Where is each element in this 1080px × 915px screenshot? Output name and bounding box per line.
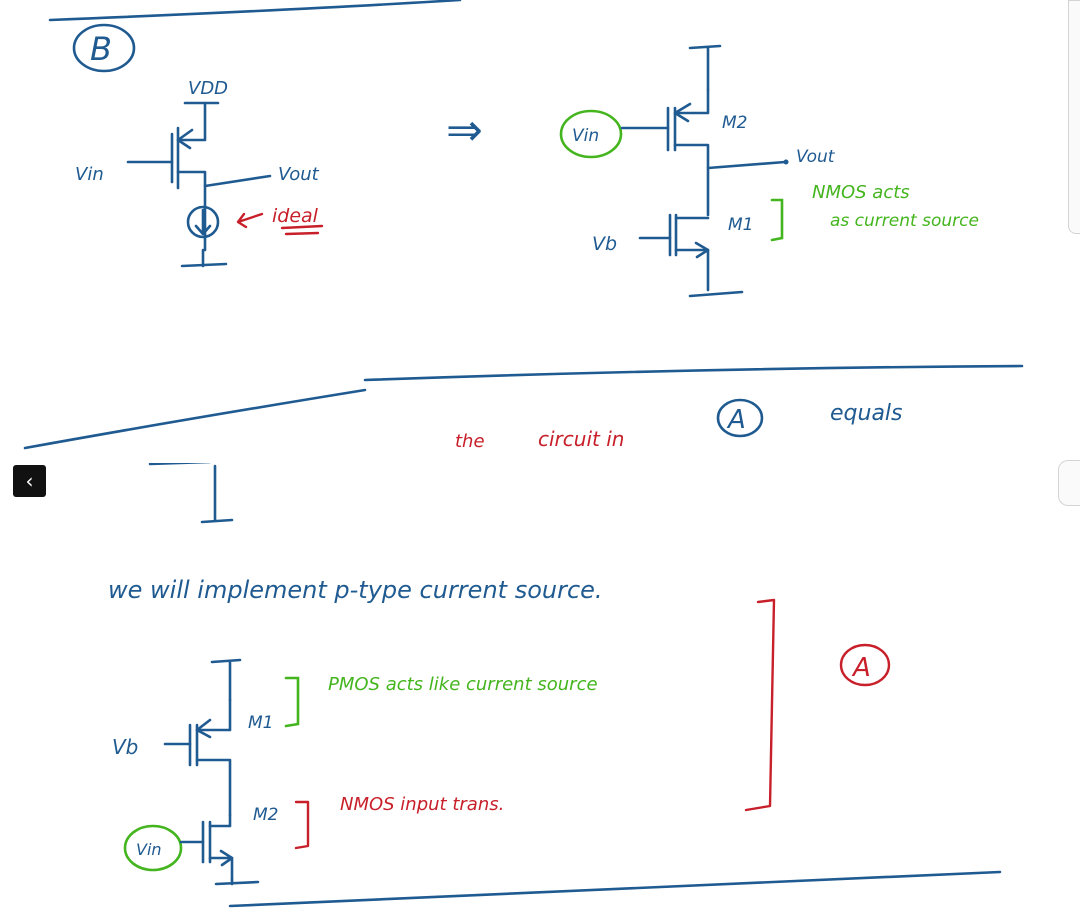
circle-a-top: [716, 398, 764, 438]
nmos-transistor-m1: [638, 213, 710, 292]
bottom-text-prefix: the: [455, 431, 485, 452]
nmos-note-line2: as current source: [830, 211, 979, 231]
chevron-left-icon: ‹: [25, 469, 34, 493]
m2-bracket-bottom: [294, 800, 310, 850]
page-gap: [0, 453, 1080, 463]
circle-a-top-label: A: [726, 405, 746, 435]
vout-label-right: Vout: [796, 147, 836, 167]
top-border-line: [48, 0, 462, 22]
m2-label-right: M2: [722, 113, 747, 133]
ground-left: [180, 248, 228, 268]
vb-label-bottom: Vb: [112, 735, 138, 759]
m1-label-right: M1: [728, 215, 753, 235]
bottom-border-line: [228, 870, 1002, 908]
ground-bottom: [214, 878, 260, 886]
ideal-note: ideal: [272, 205, 319, 227]
bottom-text-suffix: equals: [830, 401, 903, 426]
m1-bracket-bottom: [284, 676, 300, 728]
pmos-transistor-left: [170, 101, 220, 252]
vin-label-bottom: Vin: [136, 840, 162, 859]
scroll-handle-bottom[interactable]: [1058, 460, 1080, 506]
ideal-underline: [280, 224, 324, 236]
pmos-transistor-bottom-m1: [163, 698, 232, 817]
m2-label-bottom: M2: [253, 805, 278, 825]
ideal-arrow: [236, 212, 264, 229]
scroll-handle-top[interactable]: [1068, 0, 1080, 234]
pmos-note: PMOS acts like current source: [328, 674, 598, 695]
vout-label-left: Vout: [278, 164, 320, 185]
pmos-transistor-m2: [620, 88, 710, 217]
vb-label-right: Vb: [592, 233, 617, 255]
nmos-input-note: NMOS input trans.: [340, 794, 504, 815]
implies-arrow: ⇒: [446, 105, 483, 156]
vin-circle-bottom: [123, 824, 183, 872]
circle-a-bottom: [839, 643, 891, 687]
vdd-rail-bottom: [210, 658, 242, 702]
vin-label-left: Vin: [75, 164, 104, 185]
m1-label-bottom: M1: [248, 713, 273, 733]
circle-a-bottom-label: A: [851, 653, 871, 683]
vout-wire-left: [203, 174, 272, 188]
bottom-heading: we will implement p-type current source.: [108, 576, 603, 604]
vout-wire-right: [706, 160, 787, 170]
mid-divider-lower: [23, 388, 367, 450]
vdd-rail-right: [688, 44, 722, 92]
nmos-transistor-bottom-m2: [179, 813, 234, 882]
nmos-note-line1: NMOS acts: [812, 182, 910, 203]
vout-node: [783, 159, 789, 165]
m1-bracket-right: [770, 198, 784, 242]
bottom-text-main: circuit in: [538, 427, 624, 451]
red-big-bracket: [744, 598, 776, 812]
current-source-icon: [186, 205, 220, 239]
vin-circle-right: [559, 109, 623, 159]
back-button[interactable]: ‹: [13, 465, 46, 497]
label-b-circle: [72, 23, 136, 73]
ground-right: [688, 290, 744, 298]
label-b: B: [90, 30, 112, 68]
vdd-label: VDD: [188, 78, 228, 99]
mid-divider-upper: [363, 364, 1024, 382]
page-top-fragment: [148, 460, 234, 524]
vin-label-right: Vin: [572, 126, 599, 146]
